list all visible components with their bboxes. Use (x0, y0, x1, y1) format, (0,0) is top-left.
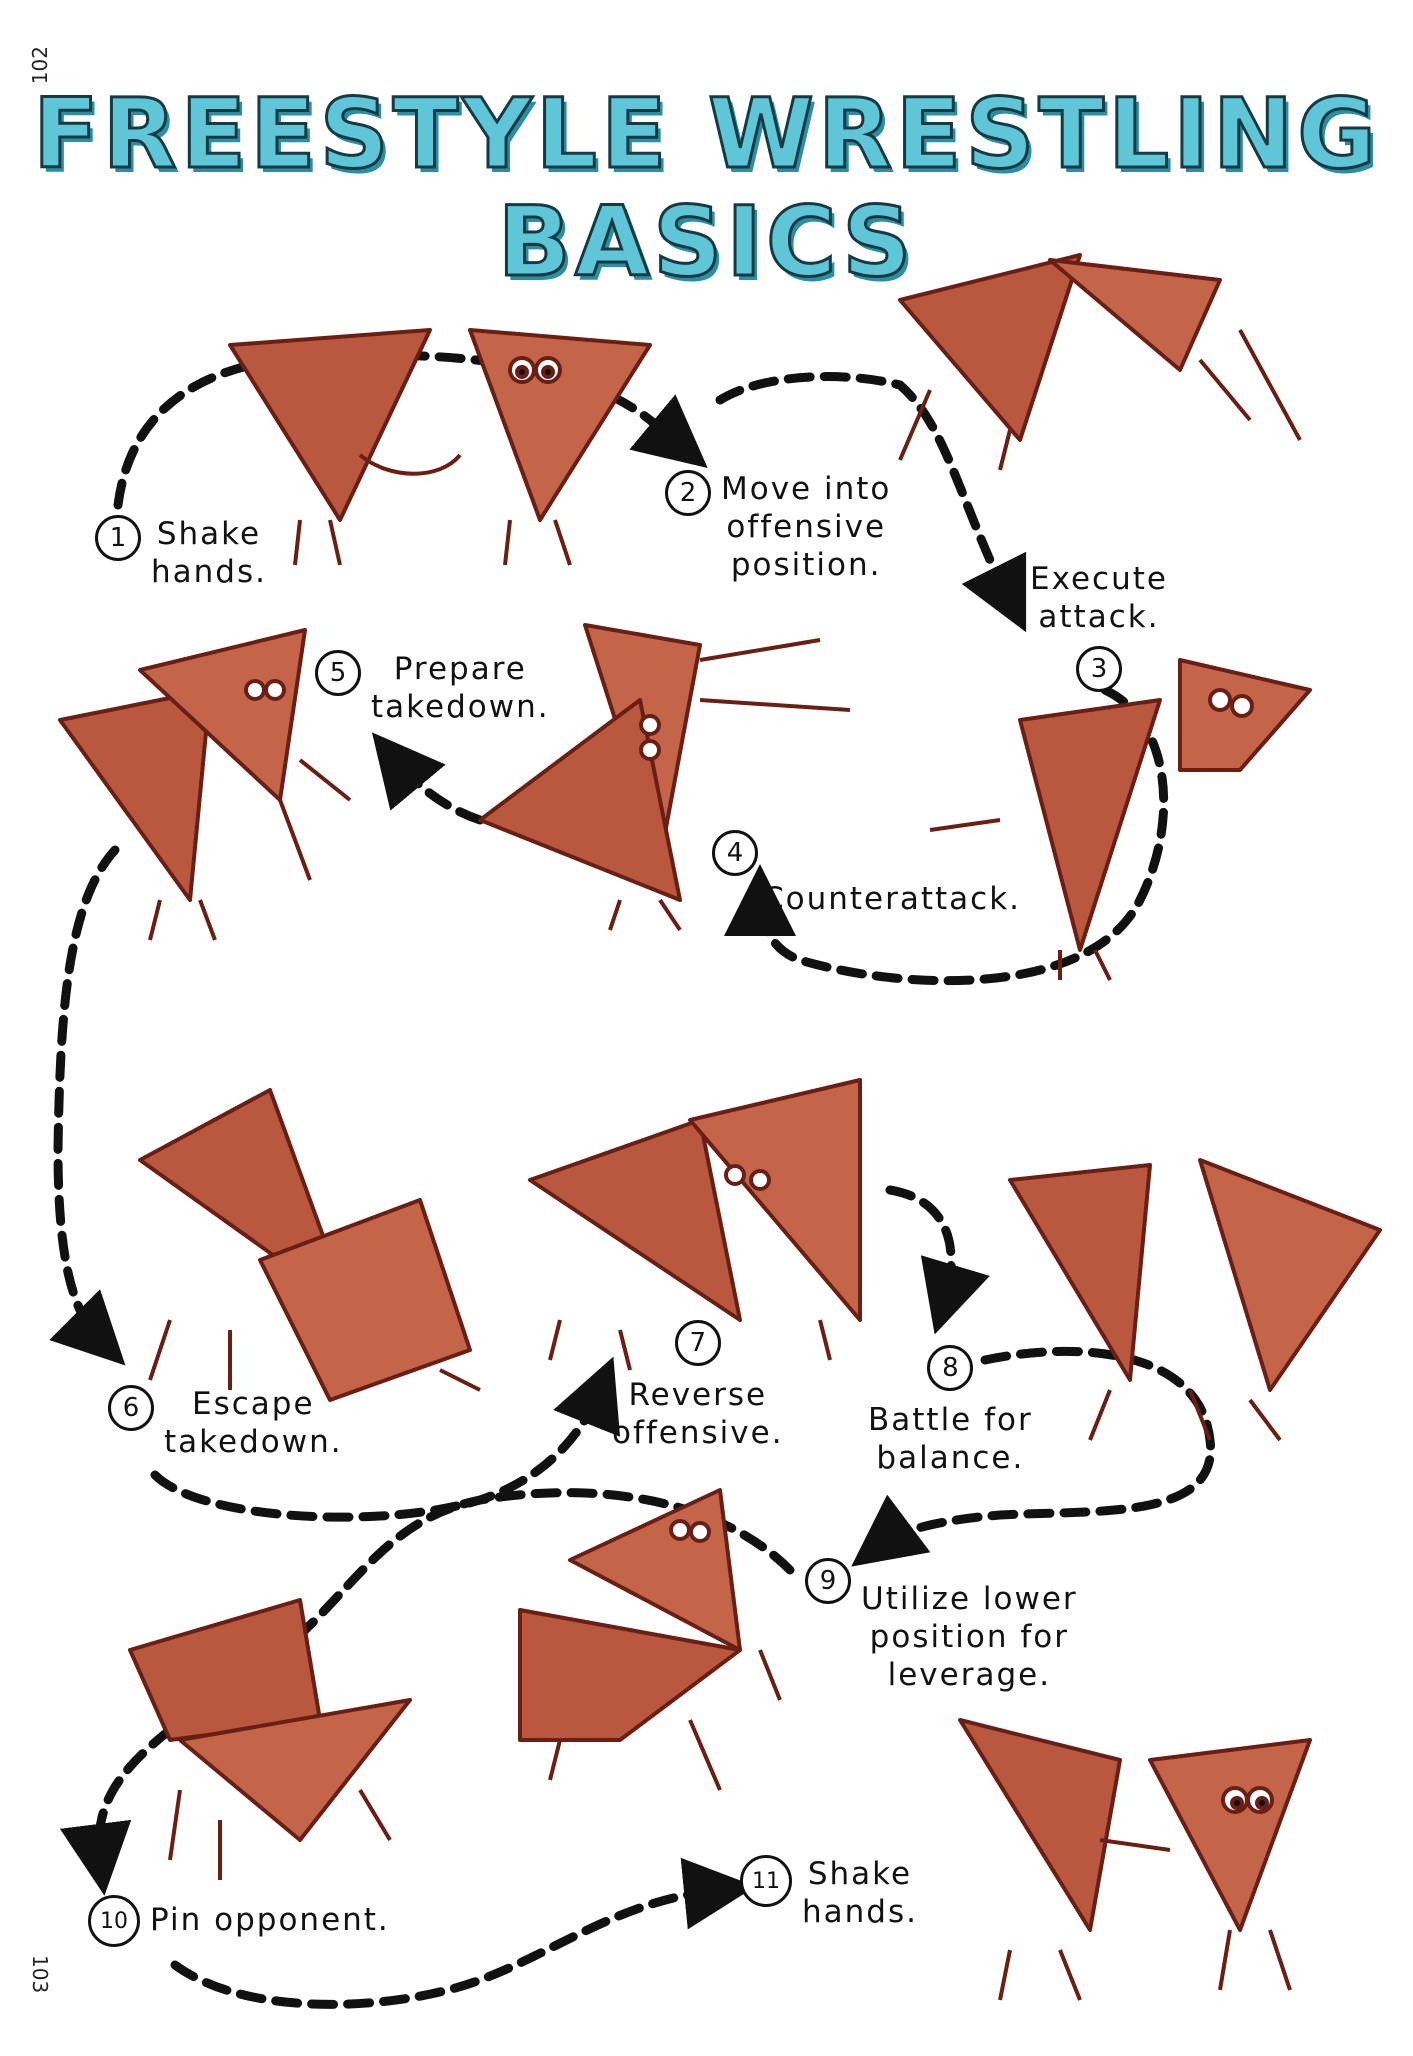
step-label: Execute attack. (1030, 561, 1168, 635)
page-title-line-2: BASICS (496, 185, 916, 300)
arrow-3-to-4 (724, 685, 1169, 986)
arrow-6-to-7 (150, 1356, 621, 1522)
step-label: Shake hands. (802, 1856, 918, 1930)
scene-1-figures (228, 328, 652, 566)
arrow-10-to-11 (170, 1857, 756, 2009)
scene-8-figures (1008, 1158, 1382, 1442)
step-6: 6 Escape takedown. (108, 1385, 343, 1461)
step-8: 8 Battle for balance. (868, 1345, 1033, 1477)
step-label: Counterattack. (762, 881, 1022, 917)
characters (58, 253, 1382, 2001)
scene-6-figures (138, 1088, 481, 1402)
step-number: 8 (927, 1345, 974, 1391)
step-number: 6 (108, 1385, 154, 1431)
step-number: 2 (665, 470, 711, 516)
step-label: Prepare takedown. (371, 651, 550, 725)
scene-5-figures (58, 628, 352, 941)
scene-4-figures (478, 623, 851, 932)
scene-9-figures (518, 1488, 782, 1791)
step-number: 1 (95, 515, 141, 561)
step-9: 9 Utilize lower position for leverage. (805, 1558, 1078, 1694)
scene-2-figures (898, 253, 1302, 471)
step-label: Utilize lower position for leverage. (861, 1581, 1078, 1693)
arrow-2-to-3 (715, 372, 1027, 633)
step-1: 1 Shake hands. (95, 515, 267, 591)
step-number: 9 (805, 1558, 851, 1604)
step-number: 3 (1075, 646, 1122, 692)
arrow-7-to-8 (885, 1185, 990, 1335)
step-label: Reverse offensive. (612, 1377, 784, 1451)
step-label: Pin opponent. (150, 1902, 390, 1938)
scene-7-figures (528, 1078, 862, 1371)
step-5: 5 Prepare takedown. (315, 650, 550, 726)
step-2: 2 Move into offensive position. (665, 470, 891, 584)
step-number: 5 (315, 650, 361, 696)
scene-10-figures (128, 1598, 412, 1880)
step-number: 11 (740, 1855, 792, 1907)
arrow-9-to-10 (59, 1488, 795, 1896)
step-10: 10 Pin opponent. (88, 1895, 390, 1947)
arrow-4-to-5 (371, 732, 485, 825)
step-label: Shake hands. (151, 516, 267, 590)
step-4: 4 Counterattack. (712, 830, 1021, 918)
step-label: Escape takedown. (164, 1386, 343, 1460)
step-11: 11 Shake hands. (740, 1855, 918, 1931)
scene-11-figures (958, 1718, 1312, 2001)
step-number: 7 (674, 1320, 721, 1366)
page-number-bottom: 103 (28, 1955, 52, 1994)
step-number: 10 (88, 1895, 140, 1947)
step-3: 3 Execute attack. (1030, 560, 1168, 692)
step-label: Battle for balance. (868, 1402, 1033, 1476)
scene-3-figures (929, 658, 1312, 981)
step-label: Move into offensive position. (721, 471, 892, 583)
arrow-5-to-6 (49, 845, 126, 1366)
step-number: 4 (712, 830, 758, 876)
step-7: 7 Reverse offensive. (612, 1320, 784, 1452)
page-title-line-1: FREESTYLE WRESTLING (31, 77, 1380, 192)
